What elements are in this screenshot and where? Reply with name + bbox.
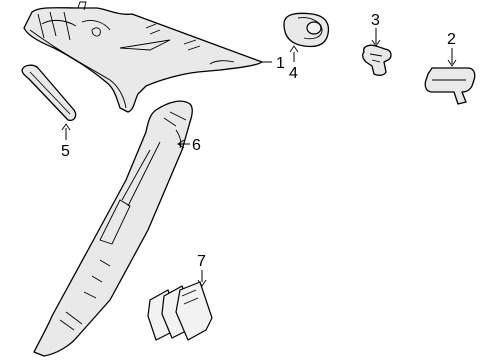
part-4-cap — [283, 12, 330, 48]
callout-5: 5 — [61, 143, 70, 160]
part-6-pillar-trim — [33, 100, 193, 357]
part-2-bracket — [424, 67, 476, 105]
arrowhead-7 — [197, 279, 207, 287]
callout-4: 4 — [289, 65, 298, 82]
arrowhead-5 — [61, 123, 71, 131]
arrowhead-3 — [371, 39, 381, 47]
arrowhead-6 — [177, 139, 185, 149]
callout-1: 1 — [276, 55, 285, 72]
arrowhead-4 — [289, 45, 299, 53]
part-3-clip — [362, 44, 392, 76]
part-1-quarter-trim-panel — [23, 1, 263, 113]
part-5-garnish-strip — [21, 64, 77, 122]
part-7-pads — [147, 281, 213, 341]
callout-3: 3 — [371, 12, 380, 29]
callout-2: 2 — [447, 31, 456, 48]
callout-7: 7 — [197, 253, 206, 270]
callout-6: 6 — [192, 137, 201, 154]
arrowhead-2 — [447, 59, 457, 67]
